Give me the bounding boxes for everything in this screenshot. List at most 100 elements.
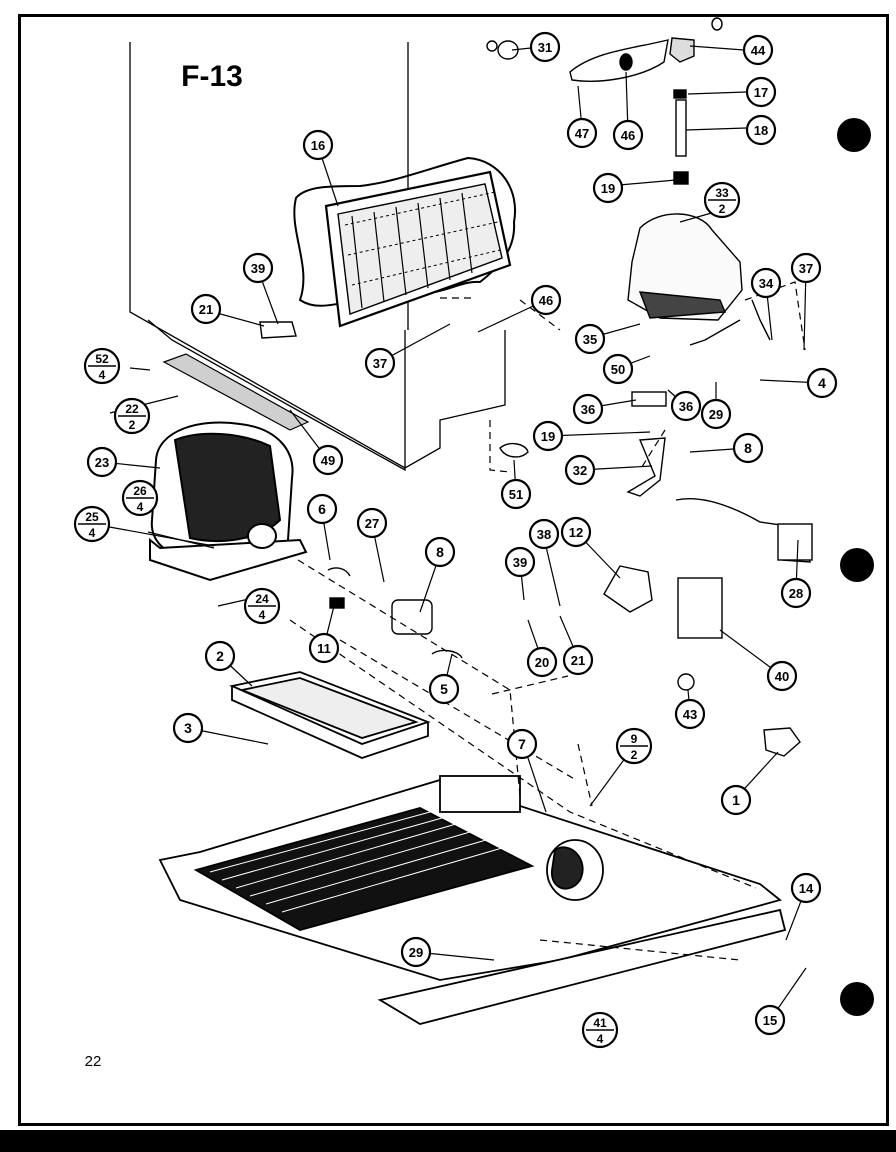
callout-circle (742, 34, 774, 66)
fraction-top: 52 (95, 352, 109, 366)
callout-circle (302, 129, 334, 161)
callout-circle (790, 252, 822, 284)
callout-circle (308, 632, 340, 664)
callout-circle (356, 507, 388, 539)
callout-46: 46 (612, 119, 644, 151)
callout-label: 1 (732, 792, 740, 808)
callout-circle (364, 347, 396, 379)
callout-label: 12 (569, 525, 583, 540)
callout-label: 7 (518, 736, 526, 752)
fraction-callout-33-2: 332 (703, 181, 741, 219)
fraction-callout-9-2: 92 (615, 727, 653, 765)
callout-label: 20 (535, 655, 549, 670)
callout-circle (190, 293, 222, 325)
callout-23: 23 (86, 446, 118, 478)
callout-8: 8 (424, 536, 456, 568)
callout-circle (566, 117, 598, 149)
callout-1: 1 (720, 784, 752, 816)
assembly-guide-lines (289, 281, 806, 961)
callout-20: 20 (526, 646, 558, 678)
callout-36: 36 (572, 393, 604, 425)
callout-label: 36 (679, 399, 693, 414)
callout-36: 36 (670, 390, 702, 422)
callout-39: 39 (242, 252, 274, 284)
water-valve-housing (627, 213, 771, 346)
callout-circle (500, 478, 532, 510)
fraction-bottom: 4 (89, 526, 96, 540)
drain-pan (229, 671, 431, 759)
ice-maker-parts (486, 17, 723, 185)
callout-label: 27 (365, 516, 379, 531)
callout-49: 49 (312, 444, 344, 476)
callout-7: 7 (506, 728, 538, 760)
callout-50: 50 (602, 353, 634, 385)
callout-circle (745, 114, 777, 146)
callout-circle (532, 420, 564, 452)
callout-label: 44 (751, 43, 766, 58)
callout-circle (560, 516, 592, 548)
callout-circle (602, 353, 634, 385)
callout-circle (528, 518, 560, 550)
callout-label: 29 (409, 945, 423, 960)
callout-29: 29 (400, 936, 432, 968)
callout-17: 17 (745, 76, 777, 108)
fraction-callout-25-4: 254 (73, 505, 111, 543)
callout-label: 11 (317, 641, 331, 656)
binder-hole-top (837, 118, 871, 152)
small-parts (259, 321, 813, 757)
callout-19: 19 (592, 172, 624, 204)
callout-label: 50 (611, 362, 625, 377)
callout-circle (790, 872, 822, 904)
callout-44: 44 (742, 34, 774, 66)
callout-46: 46 (530, 284, 562, 316)
callout-label: 37 (799, 261, 813, 276)
callout-label: 16 (311, 138, 325, 153)
callout-6: 6 (306, 493, 338, 525)
condenser-base (158, 775, 787, 1025)
callout-circle (592, 172, 624, 204)
callout-label: 40 (775, 669, 789, 684)
callout-circle (720, 784, 752, 816)
callout-label: 39 (513, 555, 527, 570)
callout-circle (529, 31, 561, 63)
callout-29: 29 (700, 398, 732, 430)
callout-15: 15 (754, 1004, 786, 1036)
callout-circle (562, 644, 594, 676)
fraction-top: 26 (133, 484, 147, 498)
callout-21: 21 (562, 644, 594, 676)
callout-circle (574, 323, 606, 355)
callout-circle (674, 698, 706, 730)
callout-label: 19 (601, 181, 615, 196)
callout-37: 37 (790, 252, 822, 284)
callout-label: 46 (621, 128, 635, 143)
fraction-bottom: 4 (597, 1032, 604, 1046)
callout-label: 18 (754, 123, 768, 138)
callout-4: 4 (806, 367, 838, 399)
callout-18: 18 (745, 114, 777, 146)
callout-47: 47 (566, 117, 598, 149)
callout-43: 43 (674, 698, 706, 730)
callout-circle (732, 432, 764, 464)
callout-label: 38 (537, 527, 551, 542)
fraction-bottom: 4 (259, 608, 266, 622)
callout-label: 31 (538, 40, 552, 55)
callout-5: 5 (428, 673, 460, 705)
callout-14: 14 (790, 872, 822, 904)
callout-circle (670, 390, 702, 422)
fraction-top: 33 (715, 186, 729, 200)
fraction-callout-22-2: 222 (113, 397, 151, 435)
callout-27: 27 (356, 507, 388, 539)
callout-circle (424, 536, 456, 568)
fraction-callout-52-4: 524 (83, 347, 121, 385)
evaporator (293, 156, 517, 328)
callout-circle (506, 728, 538, 760)
callout-19: 19 (532, 420, 564, 452)
fraction-callout-24-4: 244 (243, 587, 281, 625)
callout-label: 51 (509, 487, 523, 502)
callout-label: 35 (583, 332, 597, 347)
diagram-title: F-13 (181, 60, 243, 93)
callout-28: 28 (780, 577, 812, 609)
callout-circle (750, 267, 782, 299)
callout-label: 37 (373, 356, 387, 371)
